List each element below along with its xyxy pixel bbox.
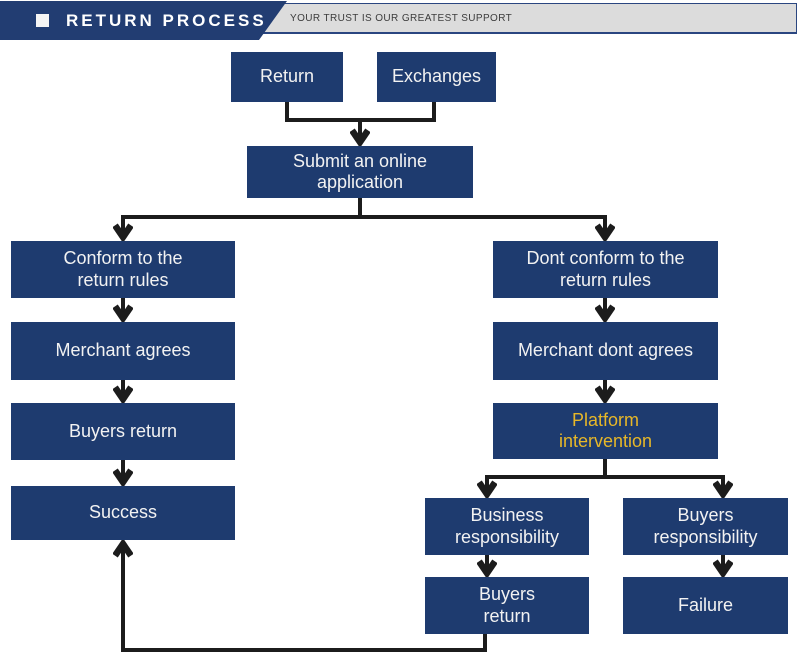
node-dont-conform-rules-label: Dont conform to the return rules [526, 248, 685, 290]
node-buyers-return-2-label: Buyers return [478, 584, 536, 626]
node-merchant-agrees: Merchant agrees [11, 322, 235, 380]
node-business-responsibility-label: Business responsibility [454, 505, 560, 547]
node-platform-intervention: Platform intervention [493, 403, 718, 459]
node-conform-rules-label: Conform to the return rules [63, 248, 183, 290]
node-return: Return [231, 52, 343, 102]
node-dont-conform-rules: Dont conform to the return rules [493, 241, 718, 298]
header-tagline: YOUR TRUST IS OUR GREATEST SUPPORT [290, 12, 513, 24]
node-buyers-responsibility: Buyers responsibility [623, 498, 788, 555]
node-buyers-return-label: Buyers return [68, 420, 178, 441]
node-submit-application: Submit an online application [247, 146, 473, 198]
node-return-label: Return [259, 66, 315, 87]
node-failure-label: Failure [677, 594, 734, 615]
square-bullet-icon [36, 14, 49, 27]
node-success-label: Success [88, 502, 158, 523]
node-buyers-return-2: Buyers return [425, 577, 589, 634]
node-buyers-return: Buyers return [11, 403, 235, 460]
node-merchant-agrees-label: Merchant agrees [55, 340, 191, 361]
node-platform-intervention-label: Platform intervention [558, 409, 653, 451]
node-exchanges-label: Exchanges [391, 66, 482, 87]
node-buyers-responsibility-label: Buyers responsibility [653, 505, 758, 547]
node-submit-application-label: Submit an online application [292, 150, 428, 192]
node-business-responsibility: Business responsibility [425, 498, 589, 555]
node-failure: Failure [623, 577, 788, 634]
node-merchant-dont-agrees-label: Merchant dont agrees [517, 340, 694, 361]
node-conform-rules: Conform to the return rules [11, 241, 235, 298]
node-exchanges: Exchanges [377, 52, 496, 102]
node-merchant-dont-agrees: Merchant dont agrees [493, 322, 718, 380]
node-success: Success [11, 486, 235, 540]
page-title: RETURN PROCESS [66, 10, 267, 30]
header-banner: RETURN PROCESS [0, 1, 287, 40]
